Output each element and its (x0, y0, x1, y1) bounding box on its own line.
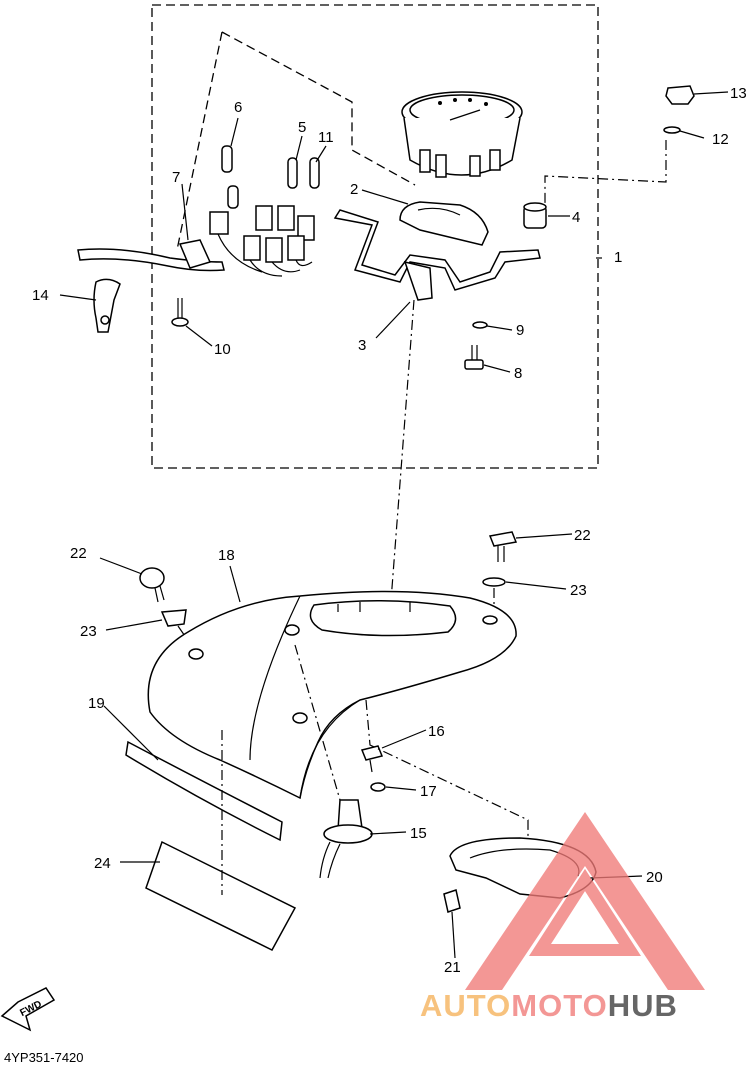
grommet-23-right (482, 577, 506, 587)
screw-16-line (365, 699, 529, 842)
callout-2: 2 (350, 181, 358, 198)
seal-strip (125, 740, 283, 842)
callout-4: 4 (572, 209, 580, 226)
screw-16 (360, 745, 384, 773)
callout-6: 6 (234, 99, 242, 116)
callout-12: 12 (712, 131, 729, 148)
callout-23-right: 23 (570, 582, 587, 599)
forward-arrow-icon: FWD (0, 987, 56, 1032)
meter-wire-harness (77, 248, 225, 272)
callout-10: 10 (214, 341, 231, 358)
clip-21 (443, 889, 461, 913)
assembly-boundary (151, 4, 599, 469)
callout-15: 15 (410, 825, 427, 842)
watermark-part3: HUB (608, 988, 678, 1023)
washer-9 (472, 321, 488, 329)
screw-10 (171, 298, 189, 327)
diagram-code: 4YP351-7420 (4, 1050, 84, 1065)
callout-7: 7 (172, 169, 180, 186)
center-line (387, 299, 415, 641)
callout-5: 5 (298, 119, 306, 136)
label-plate (145, 840, 297, 951)
callout-24: 24 (94, 855, 111, 872)
callout-11: 11 (318, 129, 334, 146)
callout-20: 20 (646, 869, 663, 886)
callout-9: 9 (516, 322, 524, 339)
watermark-text: AUTOMOTOHUB (420, 988, 678, 1023)
callout-13: 13 (730, 85, 747, 102)
callout-18: 18 (218, 547, 235, 564)
meter-bracket (333, 209, 541, 301)
callout-17: 17 (420, 783, 437, 800)
subassembly-boundary (176, 31, 416, 251)
callout-8: 8 (514, 365, 522, 382)
callout-23-left: 23 (80, 623, 97, 640)
watermark-logo: AUTOMOTOHUB (420, 812, 705, 1023)
bulb-sockets (209, 145, 320, 277)
callout-14: 14 (32, 287, 49, 304)
callout-22-left: 22 (70, 545, 87, 562)
watermark-part1: AUTO (420, 988, 511, 1023)
screw-22-left (139, 567, 165, 603)
callout-22-right: 22 (574, 527, 591, 544)
callout-3: 3 (358, 337, 366, 354)
bolt-8 (464, 345, 484, 370)
washer-17 (370, 782, 386, 792)
watermark-part2: MOTO (511, 988, 607, 1023)
meter-visor (147, 590, 517, 800)
callout-1: 1 (614, 249, 622, 266)
watermark-triangle-icon (465, 812, 705, 990)
callout-19: 19 (88, 695, 105, 712)
screw-22-right (488, 531, 518, 562)
callout-labels: 1 2 3 4 5 6 7 8 9 10 11 12 13 14 15 16 1… (32, 85, 747, 976)
harness-clamp (178, 239, 212, 269)
washer-top (663, 126, 681, 134)
grommet-23-left (160, 609, 187, 627)
callout-16: 16 (428, 723, 445, 740)
grommet (523, 202, 547, 229)
meter-cover (399, 201, 489, 246)
nut (665, 85, 695, 105)
callout-21: 21 (444, 959, 461, 976)
visor-grommet-line (294, 644, 341, 801)
grommet-cable (319, 799, 373, 879)
meter-housing (401, 91, 523, 178)
leader-lines (59, 91, 729, 959)
wire-clip (93, 278, 121, 333)
stud-centerline (544, 140, 667, 205)
